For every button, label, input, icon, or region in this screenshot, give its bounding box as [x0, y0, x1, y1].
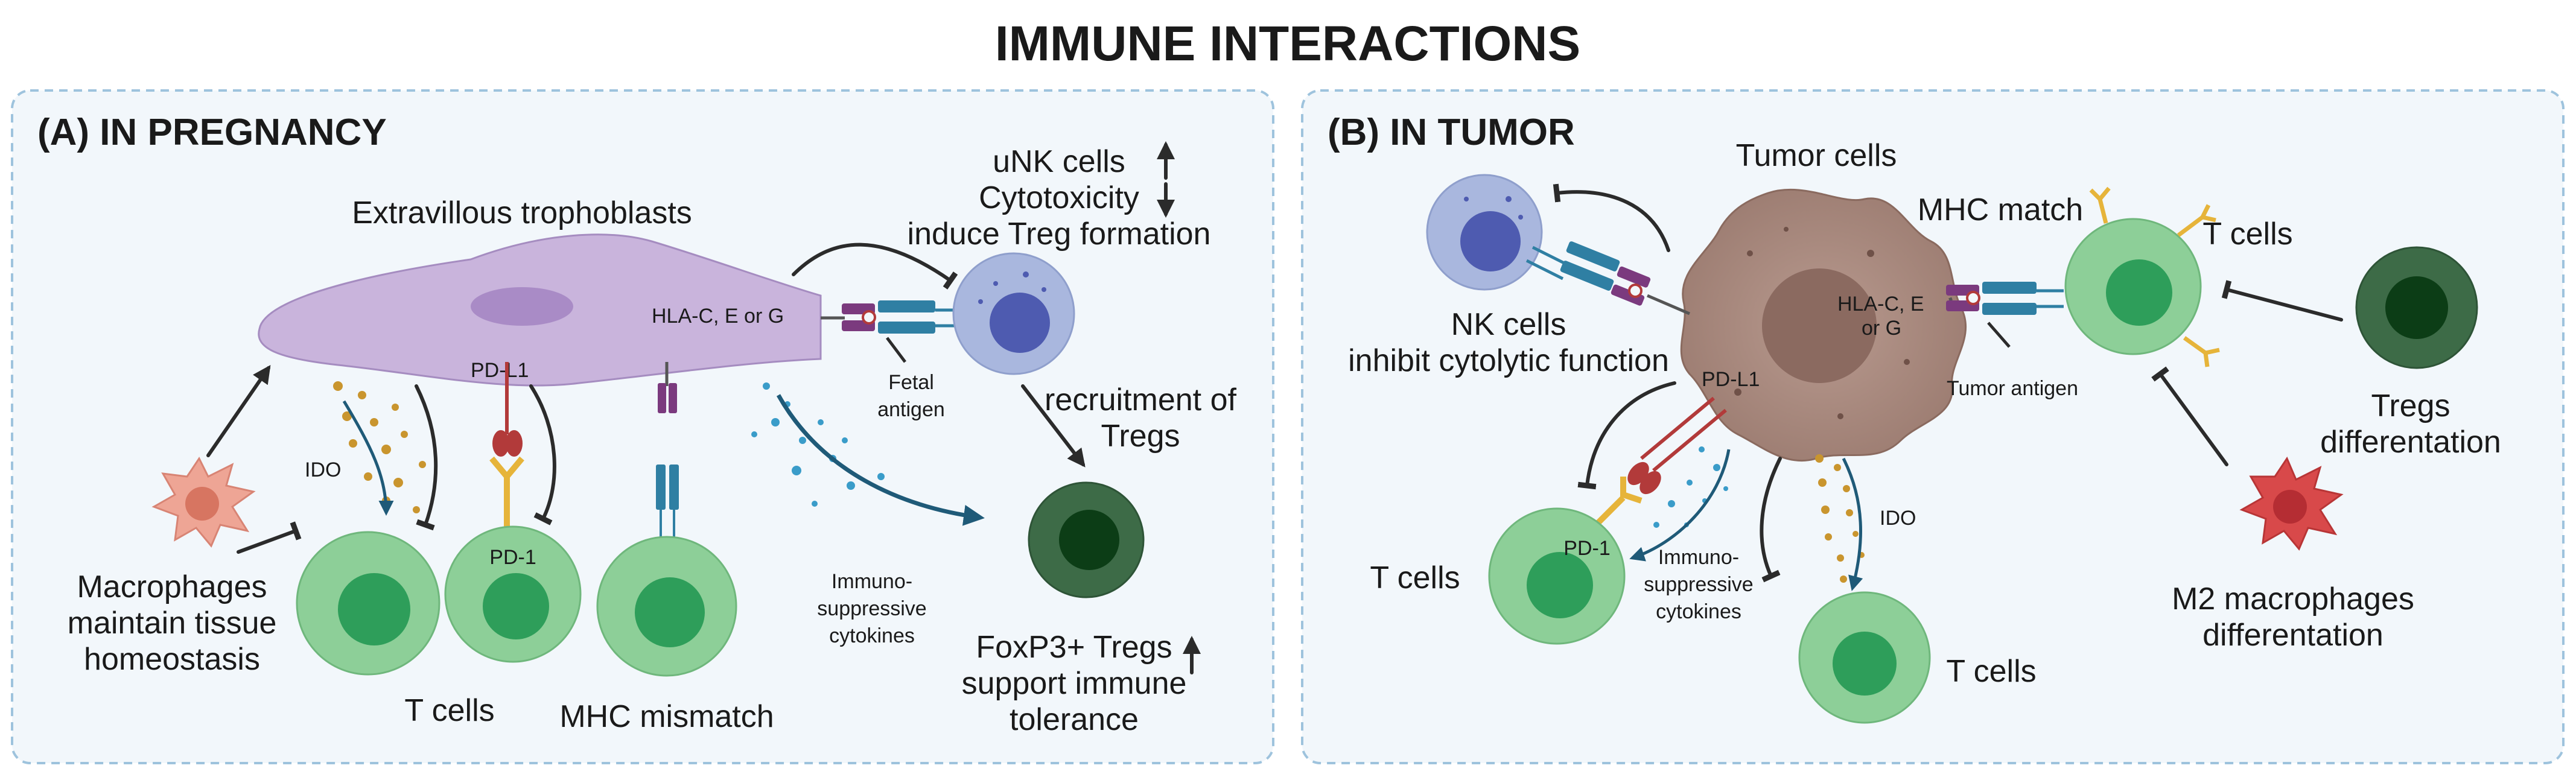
trophoblast-cell — [258, 233, 822, 387]
tcell-b-left — [1488, 507, 1626, 645]
unk-line2: Cytotoxicity — [979, 180, 1139, 215]
tregs-line1-b: Tregs — [2371, 388, 2450, 423]
inhibit-curve-a2 — [529, 384, 556, 525]
recruitment-line2: Tregs — [1101, 419, 1180, 454]
mhc-mismatch-label: MHC mismatch — [559, 699, 774, 734]
ido-arrow-b — [1842, 457, 1863, 591]
panel-pregnancy: (A) IN PREGNANCY Extravillous trophoblas… — [11, 89, 1274, 764]
ido-label-b: IDO — [1880, 507, 1916, 530]
main-title: IMMUNE INTERACTIONS — [995, 16, 1580, 71]
treg-inhibit-line — [2221, 280, 2343, 322]
tcells-top-label-b: T cells — [2202, 217, 2292, 252]
cytokines-b-line2: suppressive — [1644, 573, 1753, 596]
cytokines-a-line2: suppressive — [817, 597, 926, 620]
tcell-b-top — [2064, 186, 2220, 367]
nk-inhibit-arc — [1553, 183, 1670, 252]
mhc-match-label: MHC match — [1918, 192, 2083, 227]
tcell-b-bottom — [1798, 591, 1931, 724]
cytokines-b-line3: cytokines — [1656, 600, 1741, 623]
m2-inhibit-line — [2151, 366, 2228, 466]
cytokines-a-line1: Immuno- — [832, 570, 912, 593]
cytokines-b-line1: Immuno- — [1658, 546, 1739, 569]
tumor-antigen-label: Tumor antigen — [1947, 377, 2078, 400]
tcells-label-a: T cells — [404, 693, 494, 728]
tcells-bottom-label-b: T cells — [1946, 654, 2036, 689]
ido-label-a: IDO — [305, 458, 341, 481]
ido-arrow-a — [342, 400, 394, 516]
hla-label-a: HLA-C, E or G — [652, 305, 784, 328]
panel-a-heading: (A) IN PREGNANCY — [37, 112, 387, 153]
m2-line2: differentation — [2202, 618, 2384, 653]
hla-line1-b: HLA-C, E — [1837, 293, 1924, 315]
pdl1-pd1-pair-a — [489, 362, 524, 531]
tcell-a1 — [296, 531, 440, 676]
m2-line1: M2 macrophages — [2172, 582, 2414, 617]
foxp3-line1: FoxP3+ Tregs — [976, 630, 1172, 665]
tcells-left-label-b: T cells — [1370, 560, 1460, 595]
pdl1-label-a: PD-L1 — [471, 359, 529, 382]
nk-receptor — [1525, 241, 1690, 315]
cytokine-arrow-a — [776, 394, 985, 526]
nk-line2: inhibit cytolytic function — [1348, 343, 1669, 378]
mhc-receptor-a — [656, 362, 679, 546]
treg-cell-b — [2355, 246, 2478, 369]
foxp3-line2: support immune — [962, 666, 1187, 701]
trophoblast-nucleus — [471, 287, 573, 326]
inhibit-curve-a1 — [415, 384, 438, 531]
pdl1-label-b: PD-L1 — [1702, 368, 1760, 391]
m2-macrophage-cell — [2239, 456, 2344, 551]
cytokine-dots-b — [1653, 446, 1728, 528]
foxp3-line3: tolerance — [1010, 702, 1139, 737]
tumor-cell — [1680, 188, 1967, 462]
tregs-line2-b: differentation — [2320, 425, 2501, 460]
fetal-antigen-line1: Fetal — [888, 371, 934, 394]
macrophage-line1: Macrophages — [77, 569, 267, 604]
recruit-arrow — [1021, 384, 1086, 468]
unk-line1: uNK cells — [993, 144, 1125, 179]
panel-tumor: (B) IN TUMOR Tumor cells HLA-C, E or G P… — [1301, 89, 2565, 764]
macrophage-cell — [151, 457, 256, 548]
nk-line1: NK cells — [1451, 307, 1566, 342]
mhc-receptor-b — [1946, 282, 2064, 315]
tumor-label: Tumor cells — [1736, 138, 1897, 173]
pd1-label-b: PD-1 — [1563, 537, 1610, 560]
tcell-a3 — [596, 536, 737, 677]
macrophage-inhibit-tcell — [237, 521, 302, 554]
macrophage-line3: homeostasis — [84, 642, 260, 677]
macrophage-line2: maintain tissue — [68, 606, 277, 641]
ido-dots-b — [1815, 454, 1865, 583]
cytokine-arrow-b — [1629, 449, 1731, 562]
unk-cell — [952, 252, 1075, 375]
hla-line2-b: or G — [1862, 317, 1901, 340]
unk-line3: induce Treg formation — [908, 217, 1211, 252]
panel-b-heading: (B) IN TUMOR — [1328, 112, 1575, 153]
fetal-antigen-line2: antigen — [877, 398, 945, 421]
cytokines-a-line3: cytokines — [829, 624, 915, 647]
macrophage-to-trophoblast-arrow — [206, 365, 271, 457]
inhibit-curve-b2 — [1760, 457, 1782, 583]
inhibit-curve-b1 — [1577, 381, 1676, 490]
hla-receptor-a — [842, 300, 959, 334]
foxp3-treg-cell — [1028, 481, 1145, 598]
nk-cell — [1426, 174, 1543, 291]
trophoblast-label: Extravillous trophoblasts — [352, 195, 692, 230]
pd1-label-a: PD-1 — [489, 546, 536, 569]
recruitment-line1: recruitment of — [1045, 382, 1236, 417]
tcell-a2 — [444, 525, 582, 663]
inhibit-arc-a — [792, 243, 958, 290]
